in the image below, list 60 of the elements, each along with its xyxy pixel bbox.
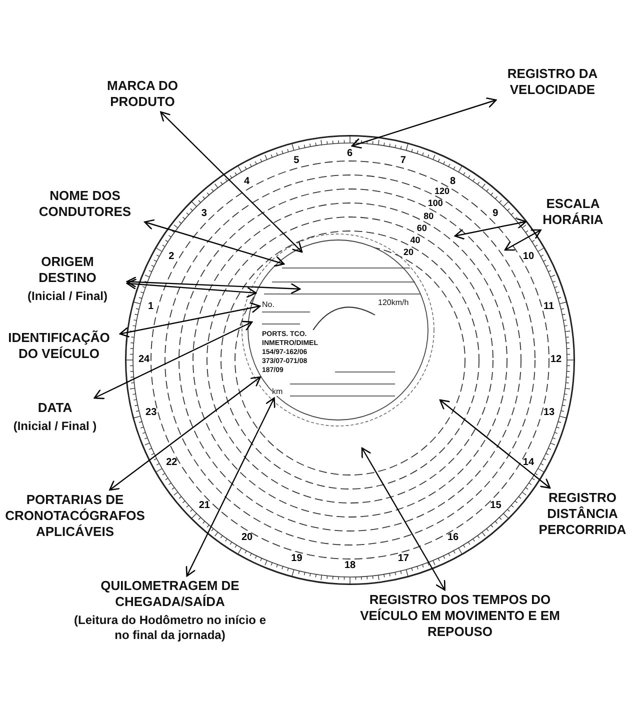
callout-label: IDENTIFICAÇÃO DO VEÍCULO: [7, 330, 111, 362]
hour-number: 21: [198, 500, 211, 511]
callout-note: (Inicial / Final): [26, 289, 108, 304]
callout-label: ORIGEM DESTINO: [38, 254, 98, 286]
hour-number: 3: [200, 209, 208, 220]
callout-label: REGISTRO DISTÂNCIA PERCORRIDA: [538, 490, 628, 538]
hour-number: 14: [522, 458, 536, 468]
hour-number: 1: [147, 302, 155, 312]
leader-line: [504, 229, 542, 251]
callout-label: DATA: [36, 400, 74, 416]
callout-label: MARCA DO PRODUTO: [106, 78, 179, 110]
hour-number: 12: [550, 355, 563, 365]
speed-number: 20: [402, 248, 414, 258]
hour-number: 7: [399, 156, 407, 166]
callout-label: NOME DOS CONDUTORES: [38, 188, 132, 220]
speed-number: 80: [422, 212, 435, 221]
leader-line: [126, 276, 301, 294]
leader-line: [361, 447, 446, 591]
callout-label: PORTARIAS DE CRONOTACÓGRAFOS APLICÁVEIS: [4, 492, 146, 540]
hour-number: 19: [290, 554, 304, 564]
leader-line: [186, 397, 276, 577]
hour-number: 16: [446, 533, 460, 544]
hour-number: 23: [144, 408, 158, 418]
hour-number: 22: [165, 458, 178, 468]
hour-number: 8: [450, 176, 457, 187]
speed-number: 60: [416, 224, 428, 233]
leader-line: [144, 219, 285, 267]
hour-number: 4: [243, 176, 251, 187]
hour-number: 9: [492, 209, 500, 220]
leader-line: [109, 376, 261, 491]
callout-note: (Inicial / Final ): [12, 419, 98, 434]
hour-number: 24: [138, 355, 151, 365]
hour-number: 20: [240, 533, 254, 544]
callout-label: REGISTRO DA VELOCIDADE: [506, 66, 599, 98]
leader-line: [94, 320, 253, 400]
field-label: No.: [262, 300, 274, 309]
speed-number: 40: [409, 236, 422, 246]
hour-number: 17: [396, 554, 410, 564]
hour-number: 11: [542, 302, 556, 312]
leader-line: [351, 97, 497, 149]
leader-line: [454, 218, 527, 240]
hour-number: 5: [292, 156, 300, 166]
speed-limit-text: 120km/h: [378, 298, 409, 307]
hour-number: 13: [542, 408, 556, 418]
callout-note: (Leitura do Hodômetro no início e no final da jornada): [73, 613, 267, 643]
leader-line: [439, 399, 551, 489]
speed-number: 120: [434, 187, 451, 196]
hour-number: 2: [168, 252, 176, 262]
leader-line: [119, 302, 261, 338]
field-label: km: [272, 387, 283, 396]
hour-number: 18: [344, 561, 357, 571]
hour-number: 10: [522, 252, 536, 262]
callout-label: ESCALA HORÁRIA: [542, 196, 604, 228]
speed-number: 100: [426, 199, 444, 208]
hour-number: 6: [346, 149, 354, 159]
callout-label: QUILOMETRAGEM DE CHEGADA/SAÍDA: [100, 578, 240, 610]
leader-line: [160, 111, 303, 253]
leader-line: [126, 278, 257, 298]
hour-number: 15: [489, 500, 502, 511]
callout-label: REGISTRO DOS TEMPOS DO VEÍCULO EM MOVIMENTO E EM REPOUSO: [360, 592, 560, 640]
